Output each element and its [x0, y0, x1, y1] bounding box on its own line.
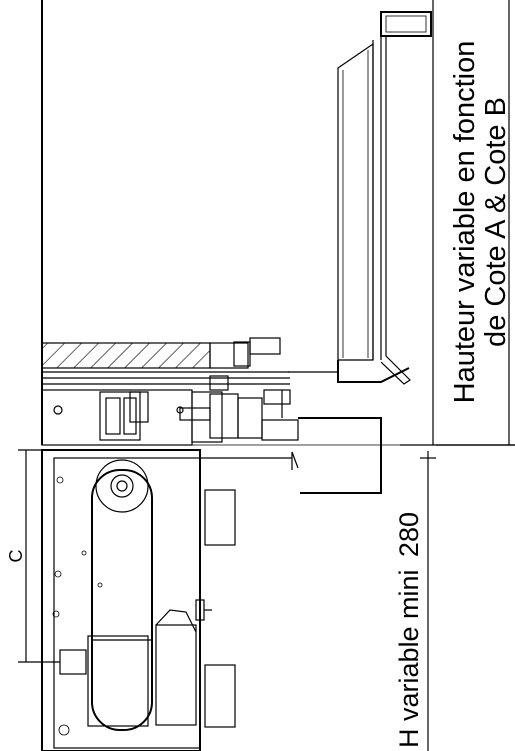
c-dimension-label: C: [6, 550, 26, 563]
h-variable-label: H variable mini: [394, 569, 424, 748]
motor-cylinder: [59, 459, 197, 731]
top-profile: [372, 11, 432, 360]
h-variable-value: 280: [394, 512, 424, 557]
hatched-beam: [41, 337, 290, 391]
height-note-line2: de Cote A & Cote B: [480, 97, 512, 347]
right-cabinet: [291, 417, 382, 494]
lower-housing: [41, 449, 292, 751]
dimension-h: [420, 451, 436, 751]
mechanism-block: [41, 389, 299, 446]
glass-panel: [337, 42, 374, 361]
dimension-total-height: [436, 0, 515, 446]
height-note-line1: Hauteur variable en fonction: [449, 41, 481, 404]
panel-corner: [288, 355, 411, 385]
dimension-c: [18, 449, 60, 663]
